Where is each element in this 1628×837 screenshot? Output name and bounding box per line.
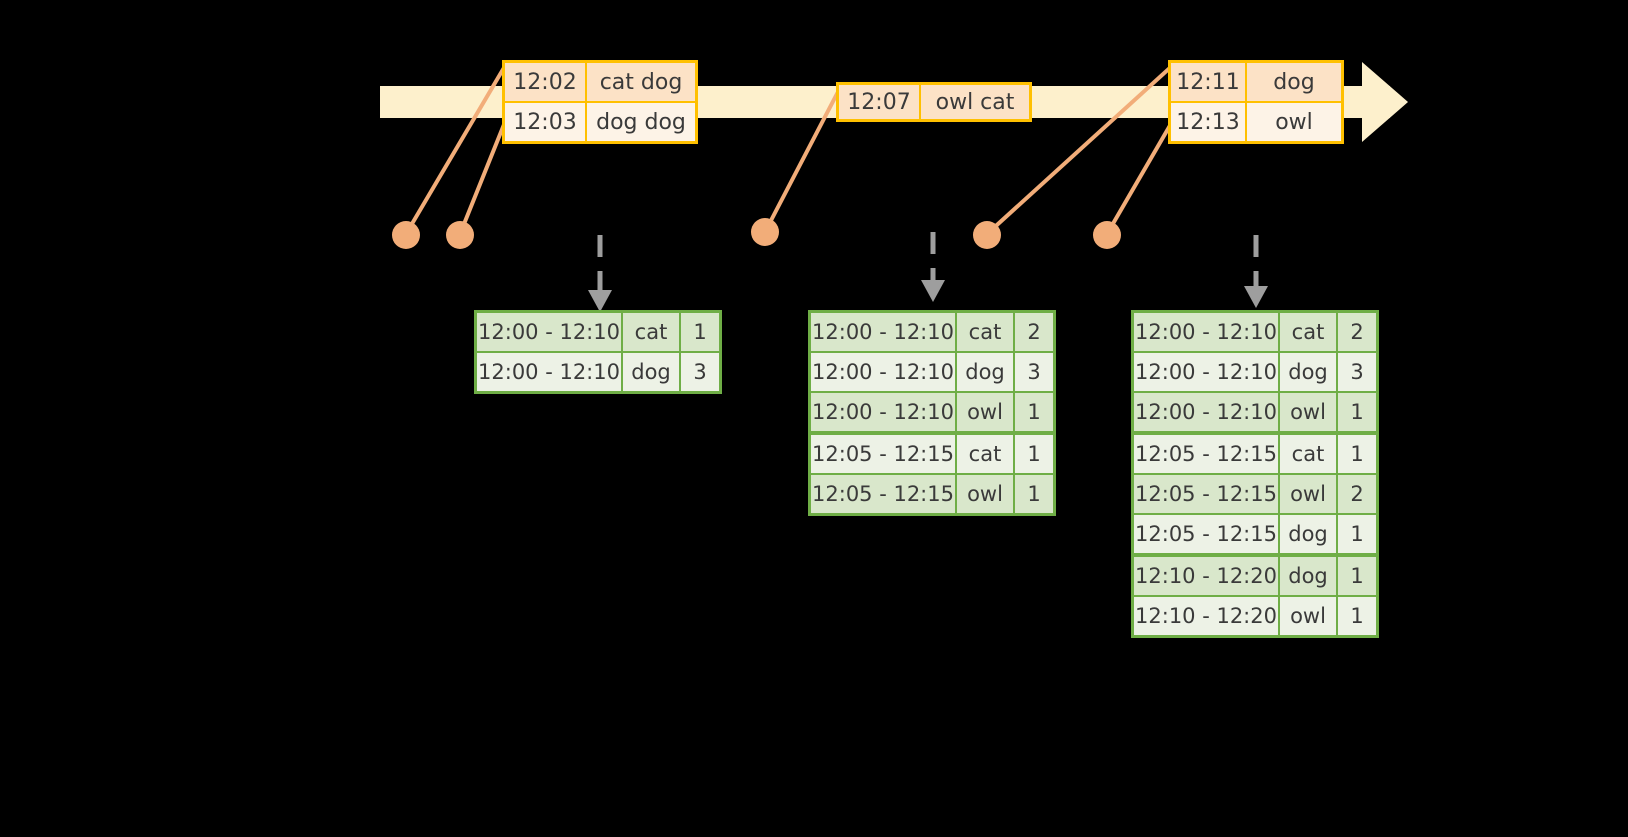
count-cell: 3 (1338, 353, 1376, 391)
key-cell: cat (957, 313, 1015, 351)
key-cell: dog (623, 353, 681, 391)
connector-dot-5 (1093, 221, 1121, 249)
window-cell: 12:05 - 12:15 (1134, 475, 1280, 513)
count-cell: 3 (1015, 353, 1053, 391)
window-cell: 12:05 - 12:15 (1134, 435, 1280, 473)
key-cell: cat (1280, 435, 1338, 473)
event-payload: dog (1247, 63, 1341, 101)
connector-line-3 (763, 87, 842, 233)
connector-line-5 (1105, 120, 1174, 236)
window-cell: 12:00 - 12:10 (811, 313, 957, 351)
event-payload: dog dog (587, 103, 695, 141)
event-time: 12:02 (505, 63, 587, 101)
event-time: 12:03 (505, 103, 587, 141)
count-cell: 2 (1338, 475, 1376, 513)
key-cell: owl (1280, 393, 1338, 431)
window-cell: 12:00 - 12:10 (811, 353, 957, 391)
window-cell: 12:00 - 12:10 (1134, 353, 1280, 391)
window-cell: 12:05 - 12:15 (1134, 515, 1280, 553)
key-cell: cat (623, 313, 681, 351)
dashed-arrow-3 (1244, 235, 1268, 308)
count-cell: 1 (681, 313, 719, 351)
key-cell: dog (957, 353, 1015, 391)
count-cell: 1 (1338, 597, 1376, 635)
connector-dot-1 (392, 221, 420, 249)
connector-line-1 (404, 64, 507, 236)
event-row[interactable]: 12:07 owl cat (839, 85, 1029, 119)
key-cell: owl (1280, 475, 1338, 513)
window-cell: 12:10 - 12:20 (1134, 557, 1280, 595)
key-cell: owl (957, 393, 1015, 431)
dashed-arrow-1 (588, 235, 612, 312)
event-row[interactable]: 12:03 dog dog (505, 101, 695, 141)
event-payload: owl (1247, 103, 1341, 141)
event-time: 12:13 (1171, 103, 1247, 141)
count-cell: 1 (1338, 435, 1376, 473)
count-cell: 1 (1015, 435, 1053, 473)
count-cell: 1 (1338, 393, 1376, 431)
key-cell: dog (1280, 557, 1338, 595)
window-cell: 12:05 - 12:15 (811, 475, 957, 513)
key-cell: owl (957, 475, 1015, 513)
window-cell: 12:00 - 12:10 (1134, 393, 1280, 431)
key-cell: dog (1280, 515, 1338, 553)
window-cell: 12:05 - 12:15 (811, 435, 957, 473)
dashed-arrow-2 (921, 232, 945, 302)
window-cell: 12:00 - 12:10 (811, 393, 957, 431)
event-row[interactable]: 12:02 cat dog (505, 63, 695, 101)
count-cell: 2 (1338, 313, 1376, 351)
key-cell: cat (1280, 313, 1338, 351)
connector-dot-3 (751, 218, 779, 246)
connector-dot-2 (446, 221, 474, 249)
connector-dot-4 (973, 221, 1001, 249)
key-cell: cat (957, 435, 1015, 473)
count-cell: 3 (681, 353, 719, 391)
window-cell: 12:00 - 12:10 (477, 353, 623, 391)
event-payload: cat dog (587, 63, 695, 101)
connector-line-2 (458, 121, 507, 235)
event-row[interactable]: 12:13 owl (1171, 101, 1341, 141)
window-cell: 12:00 - 12:10 (1134, 313, 1280, 351)
event-time: 12:07 (839, 85, 921, 119)
count-cell: 2 (1015, 313, 1053, 351)
event-payload: owl cat (921, 85, 1029, 119)
key-cell: dog (1280, 353, 1338, 391)
event-time: 12:11 (1171, 63, 1247, 101)
event-group-3[interactable]: 12:11 dog 12:13 owl (1168, 60, 1344, 144)
event-group-1[interactable]: 12:02 cat dog 12:03 dog dog (502, 60, 698, 144)
window-cell: 12:10 - 12:20 (1134, 597, 1280, 635)
count-cell: 1 (1015, 393, 1053, 431)
event-group-2[interactable]: 12:07 owl cat (836, 82, 1032, 122)
count-cell: 1 (1015, 475, 1053, 513)
count-cell: 1 (1338, 557, 1376, 595)
event-row[interactable]: 12:11 dog (1171, 63, 1341, 101)
timeline-arrowhead (1362, 62, 1408, 142)
count-cell: 1 (1338, 515, 1376, 553)
window-cell: 12:00 - 12:10 (477, 313, 623, 351)
key-cell: owl (1280, 597, 1338, 635)
